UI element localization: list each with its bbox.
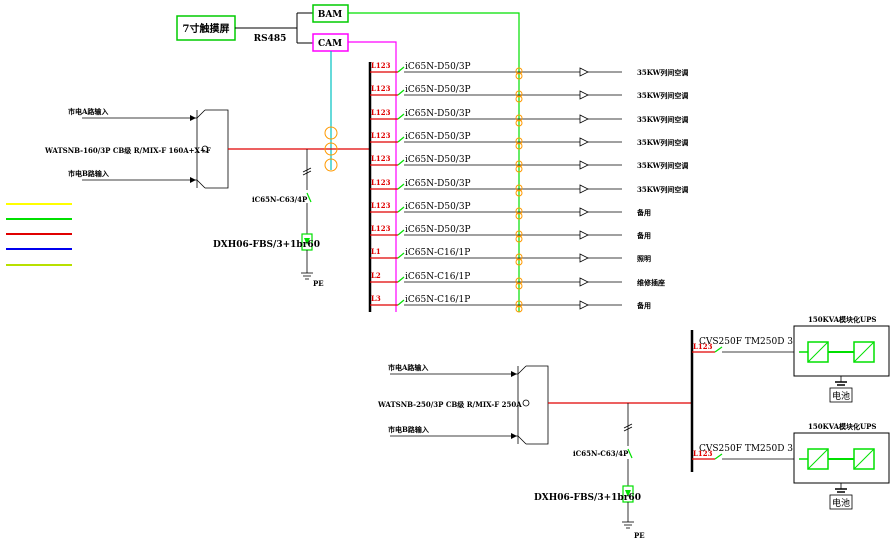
branch-breaker: iC65N-D50/3P xyxy=(405,132,471,142)
branch-phase: L123 xyxy=(371,131,391,140)
cam-label: CAM xyxy=(318,39,342,49)
upper-ct-group xyxy=(324,126,338,172)
upper-input-bottom: 市电B路输入 xyxy=(68,169,109,178)
branch-circuit: L123 iC65N-D50/3P 备用 xyxy=(370,224,651,243)
upper-ats-label: WATSNB-160/3P CB级 R/MIX-F 160A+X+F xyxy=(44,146,211,155)
branch-breaker: iC65N-C16/1P xyxy=(405,248,470,258)
branch-phase: L2 xyxy=(371,271,381,280)
branch-breaker: iC65N-D50/3P xyxy=(405,62,471,72)
upper-branches: L123 iC65N-D50/3P 35KW列间空调 L123 iC65N-D50/3P… xyxy=(370,61,688,313)
branch-phase: L123 xyxy=(371,224,391,233)
ups-breaker: CVS250F TM250D 3P xyxy=(699,337,799,347)
ups-title: 150KVA模块化UPS xyxy=(808,315,876,324)
branch-phase: L123 xyxy=(371,84,391,93)
ups-breaker: CVS250F TM250D 3P xyxy=(699,444,799,454)
upper-panel: 市电A路输入 市电B路输入 WATSNB-160/3P CB级 R/MIX-F … xyxy=(44,61,688,313)
branch-breaker: iC65N-D50/3P xyxy=(405,85,471,95)
branch-load: 照明 xyxy=(637,254,651,263)
branch-circuit: L2 iC65N-C16/1P 维修插座 xyxy=(370,271,665,290)
lower-ats-label: WATSNB-250/3P CB级 R/MIX-F 250A xyxy=(377,400,522,409)
branch-circuit: L123 iC65N-D50/3P 35KW列间空调 xyxy=(370,61,688,80)
branch-load: 备用 xyxy=(636,231,651,240)
branch-breaker: iC65N-D50/3P xyxy=(405,179,471,189)
legend xyxy=(6,203,72,266)
bam-label: BAM xyxy=(318,10,343,20)
branch-load: 35KW列间空调 xyxy=(637,91,688,100)
branch-phase: L123 xyxy=(371,61,391,70)
lower-panel: 市电A路输入 市电B路输入 WATSNB-250/3P CB级 R/MIX-F … xyxy=(377,315,890,540)
branch-breaker: iC65N-C16/1P xyxy=(405,295,470,305)
branch-circuit: L123 iC65N-D50/3P 35KW列间空调 xyxy=(370,108,688,127)
branch-load: 备用 xyxy=(636,208,651,217)
lower-pe: PE xyxy=(634,531,645,540)
branch-breaker: iC65N-D50/3P xyxy=(405,225,471,235)
branch-breaker: iC65N-D50/3P xyxy=(405,155,471,165)
branch-phase: L3 xyxy=(371,294,381,303)
branch-circuit: L123 iC65N-D50/3P 35KW列间空调 xyxy=(370,154,688,173)
lower-ats xyxy=(517,365,549,445)
lower-spd-breaker: iC65N-C63/4P xyxy=(573,449,629,458)
branch-circuit: L123 iC65N-D50/3P 35KW列间空调 xyxy=(370,178,688,197)
ups-phase: L123 xyxy=(693,449,713,458)
touchscreen-label: 7寸触摸屏 xyxy=(183,22,230,35)
branch-load: 35KW列间空调 xyxy=(637,115,688,124)
battery-label: 电池 xyxy=(832,497,850,509)
branch-breaker: iC65N-D50/3P xyxy=(405,109,471,119)
lower-input-bottom: 市电B路输入 xyxy=(388,425,429,434)
branch-load: 35KW列间空调 xyxy=(637,138,688,147)
branch-load: 35KW列间空调 xyxy=(637,68,688,77)
branch-phase: L123 xyxy=(371,178,391,187)
branch-load: 35KW列间空调 xyxy=(637,185,688,194)
rs485-label: RS485 xyxy=(254,34,287,44)
upper-spd-breaker: iC65N-C63/4P xyxy=(252,195,308,204)
upper-spd-branch xyxy=(301,149,313,280)
upper-spd: DXH06-FBS/3+1br60 xyxy=(213,240,320,250)
branch-phase: L123 xyxy=(371,108,391,117)
branch-breaker: iC65N-C16/1P xyxy=(405,272,470,282)
branch-breaker: iC65N-D50/3P xyxy=(405,202,471,212)
battery-label: 电池 xyxy=(832,390,850,402)
branch-circuit: L3 iC65N-C16/1P 备用 xyxy=(370,294,651,313)
branch-load: 维修插座 xyxy=(637,278,665,287)
upper-input-top: 市电A路输入 xyxy=(68,107,108,116)
lower-spd: DXH06-FBS/3+1br60 xyxy=(534,493,641,503)
branch-phase: L123 xyxy=(371,201,391,210)
branch-load: 35KW列间空调 xyxy=(637,161,688,170)
lower-input-top: 市电A路输入 xyxy=(388,363,428,372)
lower-spd-branch xyxy=(622,403,634,529)
upper-pe: PE xyxy=(313,279,324,288)
branch-load: 备用 xyxy=(636,301,651,310)
branch-circuit: L123 iC65N-D50/3P 35KW列间空调 xyxy=(370,131,688,150)
branch-phase: L1 xyxy=(371,247,381,256)
branch-circuit: L123 iC65N-D50/3P 35KW列间空调 xyxy=(370,84,688,103)
branch-circuit: L123 iC65N-D50/3P 备用 xyxy=(370,201,651,220)
branch-phase: L123 xyxy=(371,154,391,163)
ups-phase: L123 xyxy=(693,342,713,351)
branch-circuit: L1 iC65N-C16/1P 照明 xyxy=(370,247,651,266)
ups-title: 150KVA模块化UPS xyxy=(808,422,876,431)
